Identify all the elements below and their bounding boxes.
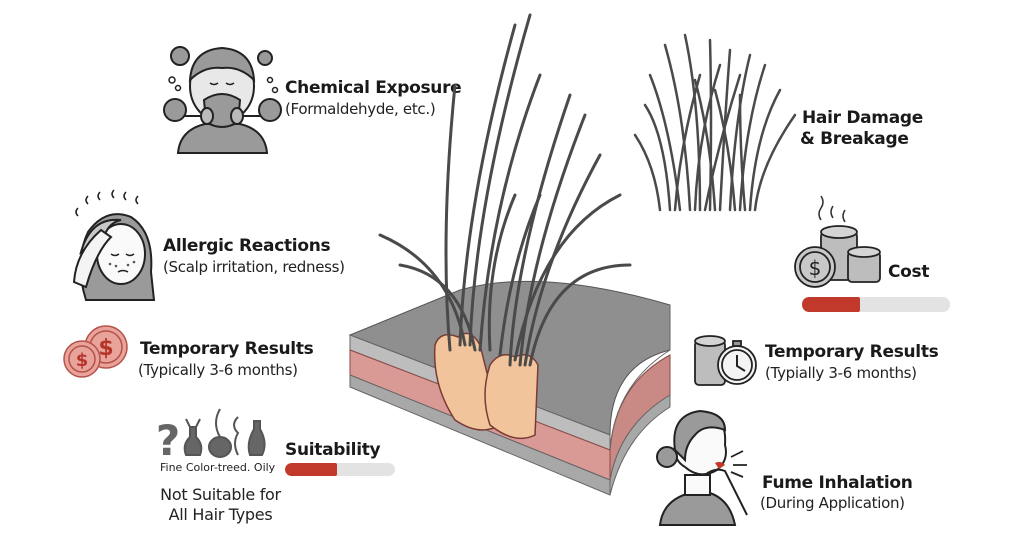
suitability-level-fill [285,463,337,476]
temporary-results-left-title: Temporary Results [140,339,314,359]
gas-mask-person-icon [163,46,282,154]
dollar-coins-icon: $ $ [63,325,128,378]
coin-stacks-icon: $ [794,195,881,288]
hair-damage-title-line1: Hair Damage [802,108,923,128]
allergic-reactions-title: Allergic Reactions [163,236,331,256]
suitability-level-bar [285,463,395,476]
chemical-exposure-title: Chemical Exposure [285,78,462,98]
hair-types-caption: Fine Color-treed. Oily [160,461,276,474]
temporary-results-right-title: Temporary Results [765,342,939,362]
hair-types-icon: ? [156,408,266,465]
allergic-reactions-subtitle: (Scalp irritation, redness) [163,258,345,276]
chemical-exposure-subtitle: (Formaldehyde, etc.) [285,100,436,118]
damaged-hair-icon [633,33,797,212]
temporary-results-left-subtitle: (Typically 3-6 months) [138,361,298,379]
fume-inhalation-subtitle: (During Application) [760,494,905,512]
coins-stopwatch-icon [694,335,757,386]
svg-text:$: $ [76,350,89,371]
svg-text:?: ? [156,416,180,465]
temporary-results-right-subtitle: (Typially 3-6 months) [765,364,917,382]
cost-level-fill [802,297,860,312]
fume-inhalation-title: Fume Inhalation [762,473,913,493]
hair-damage-title-line2: & Breakage [800,129,909,149]
scalp-cross-section-icon [348,13,671,496]
suitability-title: Suitability [285,440,381,460]
irritated-woman-icon [72,189,156,301]
svg-text:$: $ [98,336,113,361]
not-suitable-line1: Not Suitable for [160,485,281,504]
not-suitable-line2: All Hair Types [168,505,273,524]
cost-title: Cost [888,262,930,282]
cost-level-bar [802,297,950,312]
coughing-woman-icon [656,409,748,526]
svg-text:$: $ [809,256,822,280]
